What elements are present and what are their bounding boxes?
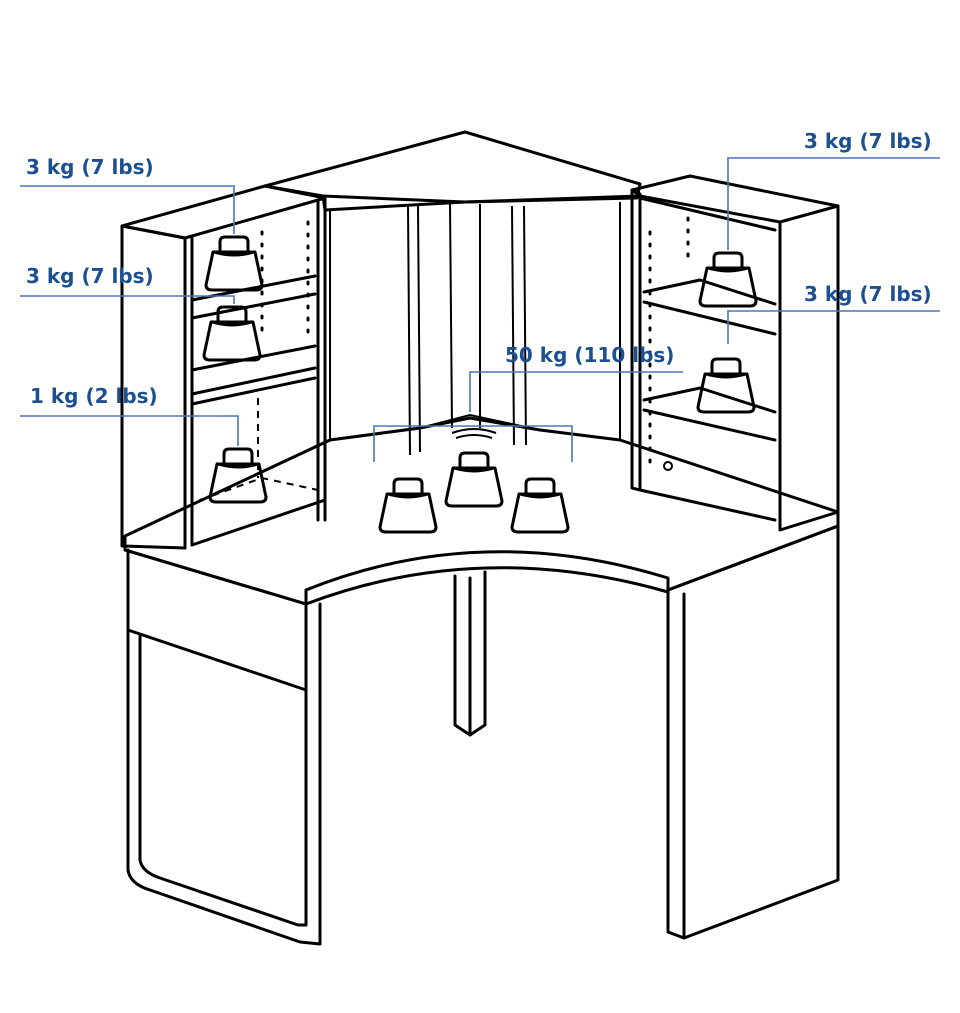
label-left-top-shelf: 3 kg (7 lbs) — [26, 155, 154, 179]
left-hutch — [120, 184, 327, 550]
label-desktop: 50 kg (110 lbs) — [505, 343, 675, 367]
right-hutch — [630, 174, 840, 532]
desk-top — [123, 416, 840, 606]
weight-icon — [202, 235, 758, 534]
desk-legs — [126, 524, 840, 946]
leader-lines — [20, 157, 940, 462]
label-left-middle-shelf: 3 kg (7 lbs) — [26, 264, 154, 288]
label-left-drawer: 1 kg (2 lbs) — [30, 384, 158, 408]
label-right-lower-shelf: 3 kg (7 lbs) — [804, 282, 932, 306]
label-right-top-shelf: 3 kg (7 lbs) — [804, 129, 932, 153]
back-corner-panel — [263, 130, 642, 456]
